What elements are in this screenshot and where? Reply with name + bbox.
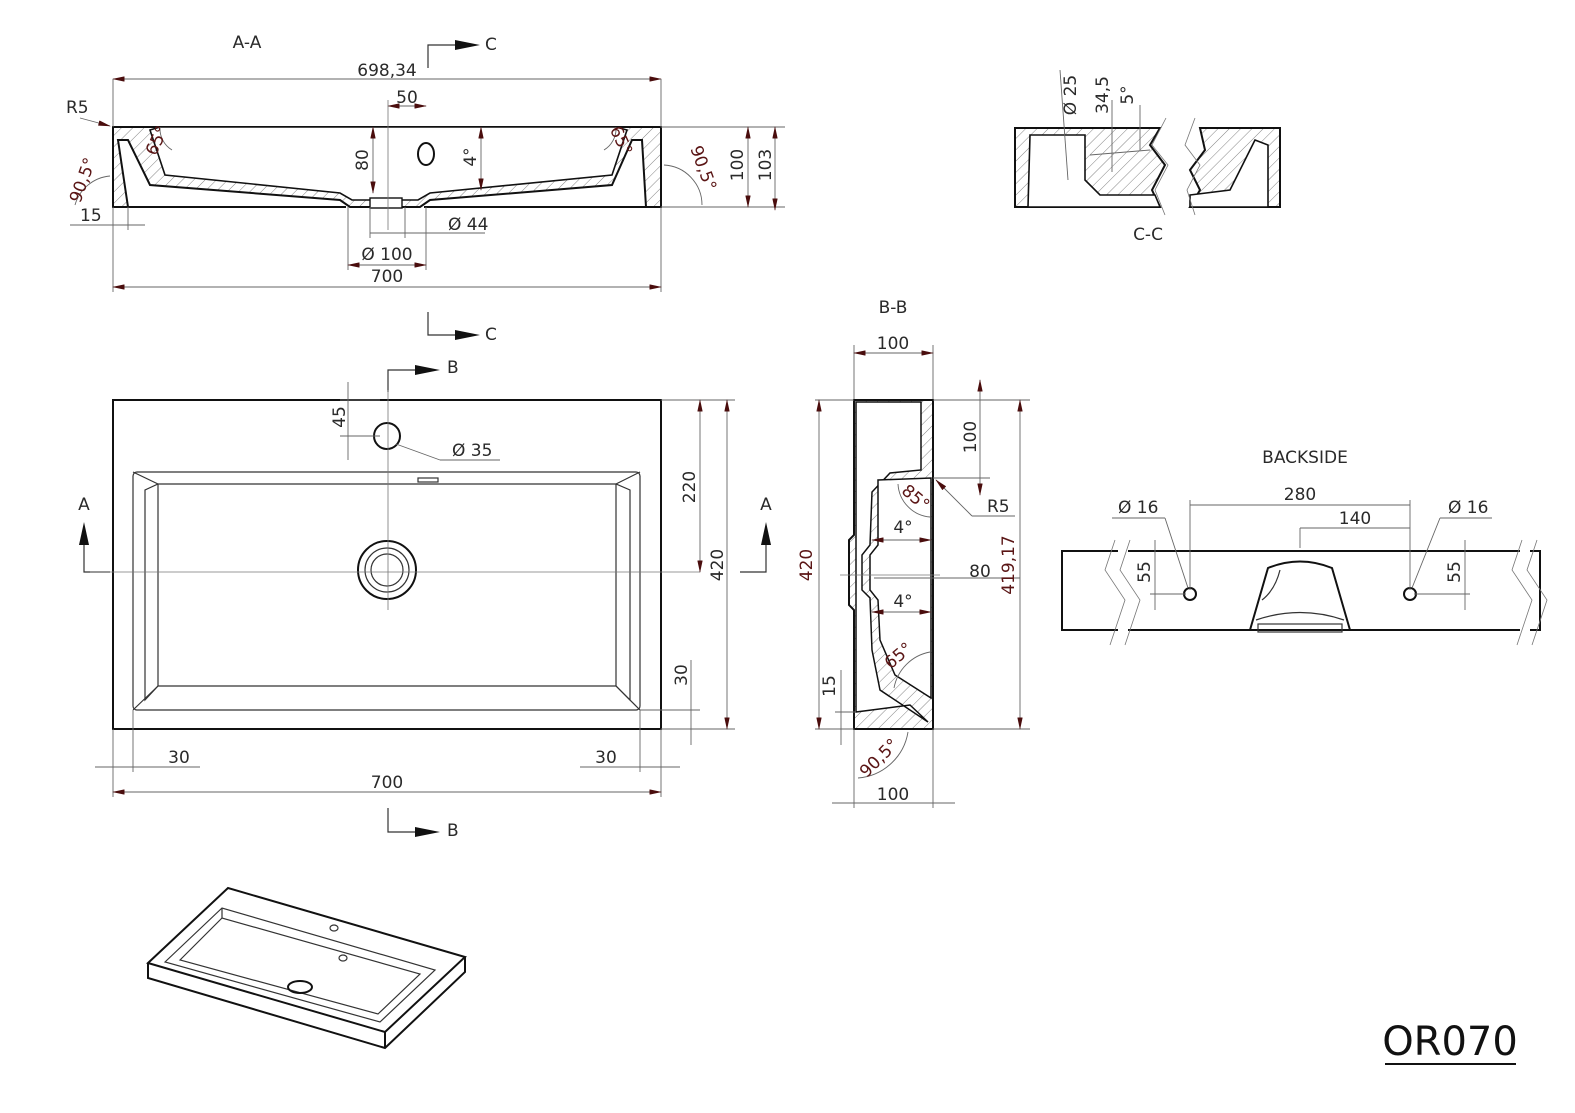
dim-r5-bb: R5 bbox=[987, 497, 1010, 517]
dim-dia-16-right: Ø 16 bbox=[1448, 498, 1488, 518]
dim-700-aa: 700 bbox=[371, 267, 403, 287]
dim-50: 50 bbox=[396, 88, 418, 108]
section-cc-view: Ø 25 34,5 5° C-C bbox=[1014, 69, 1281, 245]
svg-text:B: B bbox=[447, 358, 459, 378]
dim-698-34: 698,34 bbox=[357, 61, 416, 81]
svg-text:C: C bbox=[485, 35, 497, 55]
section-bb-title: B-B bbox=[879, 298, 908, 318]
section-aa-view: A-A C 698,34 50 R5 80 4° 100 103 90,5° 9… bbox=[66, 33, 785, 292]
dim-30-right: 30 bbox=[595, 748, 617, 768]
dim-100-bb-bottom: 100 bbox=[877, 785, 909, 805]
model-code: OR070 bbox=[1382, 1019, 1518, 1065]
dim-dia-25: Ø 25 bbox=[1061, 75, 1081, 115]
dim-r5: R5 bbox=[66, 98, 89, 118]
dim-55-left: 55 bbox=[1135, 561, 1155, 583]
section-aa-title: A-A bbox=[233, 33, 262, 53]
dim-45: 45 bbox=[330, 406, 350, 428]
section-a-marker-left: A bbox=[78, 495, 110, 573]
dim-dia-44: Ø 44 bbox=[448, 215, 488, 235]
drain-icon bbox=[357, 540, 417, 600]
dim-140: 140 bbox=[1339, 509, 1371, 529]
dim-4deg-bb-top: 4° bbox=[893, 518, 912, 538]
dim-30-back: 30 bbox=[672, 664, 692, 686]
backside-title: BACKSIDE bbox=[1262, 448, 1348, 468]
section-a-marker-right: A bbox=[740, 495, 772, 573]
dim-30-left: 30 bbox=[168, 748, 190, 768]
dim-103: 103 bbox=[756, 149, 776, 181]
backside-view: BACKSIDE 280 140 Ø 16 Ø 16 55 55 bbox=[1061, 448, 1548, 646]
dim-angle-right-90-5: 90,5° bbox=[685, 143, 720, 193]
dim-420-plan: 420 bbox=[708, 549, 728, 581]
dim-700-plan: 700 bbox=[371, 773, 403, 793]
dim-dia-35: Ø 35 bbox=[452, 441, 492, 461]
section-bb-view: B-B 100 100 R5 85° 4° 80 4° 420 419,17 6… bbox=[797, 298, 1030, 808]
dim-dia-16-left: Ø 16 bbox=[1118, 498, 1158, 518]
dim-80-bb: 80 bbox=[969, 562, 991, 582]
section-c-marker-plan: C bbox=[427, 312, 497, 345]
dim-4deg-bb-bottom: 4° bbox=[893, 592, 912, 612]
svg-text:A: A bbox=[78, 495, 90, 515]
dim-220: 220 bbox=[680, 471, 700, 503]
dim-4deg-aa: 4° bbox=[461, 147, 481, 166]
dim-34-5: 34,5 bbox=[1093, 76, 1113, 114]
dim-5deg: 5° bbox=[1118, 85, 1138, 104]
dim-100-bb-top: 100 bbox=[877, 334, 909, 354]
drain-iso-icon bbox=[287, 980, 313, 994]
section-cc-title: C-C bbox=[1133, 225, 1163, 245]
dim-15-aa: 15 bbox=[80, 206, 102, 226]
dim-55-right: 55 bbox=[1445, 561, 1465, 583]
dim-100-bb-tap: 100 bbox=[961, 421, 981, 453]
basin-outline-plan bbox=[112, 399, 662, 730]
dim-80: 80 bbox=[353, 149, 373, 171]
dim-dia-100: Ø 100 bbox=[361, 245, 412, 265]
dim-419-17: 419,17 bbox=[999, 535, 1019, 594]
section-c-marker-top: C bbox=[427, 35, 497, 68]
dim-420-bb: 420 bbox=[797, 549, 817, 581]
section-b-marker-bottom: B bbox=[387, 808, 459, 841]
plan-view: C B B A A 45 Ø 35 220 420 30 bbox=[78, 312, 772, 841]
dim-100-aa: 100 bbox=[728, 149, 748, 181]
isometric-view bbox=[146, 886, 467, 1050]
tap-hole-icon bbox=[417, 142, 435, 166]
svg-text:B: B bbox=[447, 821, 459, 841]
dim-15-bb: 15 bbox=[820, 675, 840, 697]
section-b-marker-top: B bbox=[387, 358, 459, 392]
svg-text:C: C bbox=[485, 325, 497, 345]
svg-text:A: A bbox=[760, 495, 772, 515]
dim-280: 280 bbox=[1284, 485, 1316, 505]
